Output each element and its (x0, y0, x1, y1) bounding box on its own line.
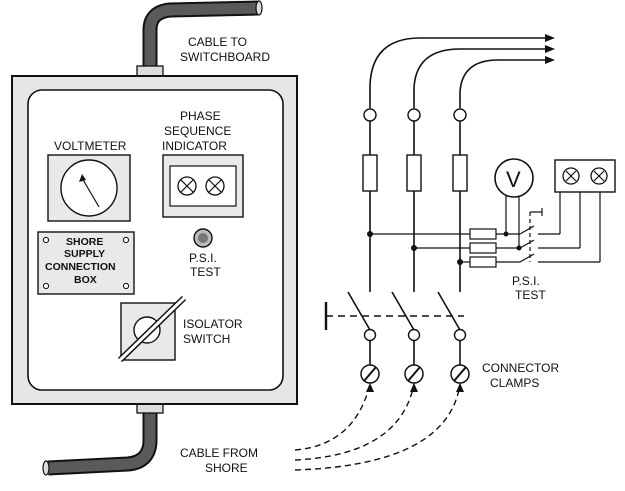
phase-line-3-top (459, 59, 548, 108)
junction (367, 231, 373, 237)
junction (503, 231, 509, 237)
shore-cable-3 (294, 383, 461, 471)
terminal (453, 108, 467, 122)
isolator-handle-inner (118, 296, 186, 362)
terminal (363, 328, 377, 342)
top-cable-end (255, 0, 263, 16)
phase-line-2-top (413, 48, 548, 108)
cable-from-shore-label-1: CABLE FROM (180, 446, 258, 460)
plate-screw (42, 236, 50, 244)
arrow-icon (410, 383, 418, 392)
voltmeter-symbol (494, 158, 534, 198)
cable-to-switchboard-label-2: SWITCHBOARD (180, 50, 270, 64)
phase-seq-label-2: SEQUENCE (164, 124, 231, 138)
small-fuse-3 (469, 256, 497, 268)
arrow-icon (366, 383, 374, 392)
isolator-blade-2 (391, 291, 415, 331)
psi-lamp-icon (562, 167, 580, 185)
junction (457, 259, 463, 265)
cable-to-switchboard-label-1: CABLE TO (188, 35, 247, 49)
junction (411, 245, 417, 251)
shore-box-plate (37, 231, 135, 295)
terminal (407, 108, 421, 122)
bottom-cable-core (47, 412, 156, 474)
voltmeter-symbol-label: V (506, 167, 521, 192)
psi-test-label-2: TEST (190, 265, 221, 279)
shore-box-label-3: CONNECTION (45, 261, 116, 273)
phase-seq-label-3: INDICATOR (162, 139, 227, 153)
fuse-3 (452, 154, 468, 192)
plate-screw (42, 282, 50, 290)
shore-cable-2 (294, 383, 415, 461)
arrow-icon (545, 34, 555, 42)
arrow-icon (545, 56, 555, 64)
test-contact-1 (519, 225, 535, 235)
test-contact-2 (519, 239, 535, 249)
plate-screw (122, 236, 130, 244)
connector-clamps-label-1: CONNECTOR (482, 361, 559, 375)
fuse-2 (406, 154, 422, 192)
voltmeter-needle (81, 177, 100, 208)
top-cable-core (144, 2, 259, 68)
plate-screw (122, 282, 130, 290)
cable-from-shore-label-2: SHORE (205, 461, 248, 475)
small-fuse-2 (469, 242, 497, 254)
psi-lamp-icon (590, 167, 608, 185)
psi-test-right-label-1: P.S.I. (512, 274, 540, 288)
voltmeter-dial (60, 159, 118, 217)
connector-clamp-icon (360, 364, 380, 384)
voltmeter-label: VOLTMETER (54, 139, 127, 153)
phase-seq-label-1: PHASE (180, 109, 221, 123)
terminal (407, 328, 421, 342)
test-contact-3 (519, 253, 535, 263)
isolator-blade-3 (437, 291, 461, 331)
fuse-1 (362, 154, 378, 192)
isolator-label-2: SWITCH (183, 332, 230, 346)
arrow-icon (545, 45, 555, 53)
small-fuse-1 (469, 228, 497, 240)
connector-clamp-icon (450, 364, 470, 384)
shore-box-label-2: SUPPLY (64, 248, 105, 260)
phase-line-1-top (369, 37, 548, 108)
psi-test-label-1: P.S.I. (189, 251, 217, 265)
connector-clamp-icon (404, 364, 424, 384)
connector-clamps-label-2: CLAMPS (490, 376, 539, 390)
terminal (363, 108, 377, 122)
junction (516, 245, 522, 251)
shore-box-label-1: SHORE (66, 236, 103, 248)
psi-lamp-2-icon (205, 176, 225, 196)
isolator-blade-1 (347, 291, 371, 331)
psi-lamp-1-icon (177, 176, 197, 196)
shore-box-label-4: BOX (74, 274, 97, 286)
psi-test-button-center (198, 233, 208, 243)
isolator-label-1: ISOLATOR (183, 317, 243, 331)
shore-cable-1 (294, 383, 371, 451)
bottom-cable-end (42, 460, 50, 476)
arrow-icon (456, 383, 464, 392)
voltmeter-needle-arrow (79, 174, 86, 182)
psi-test-right-label-2: TEST (515, 288, 546, 302)
terminal (453, 328, 467, 342)
